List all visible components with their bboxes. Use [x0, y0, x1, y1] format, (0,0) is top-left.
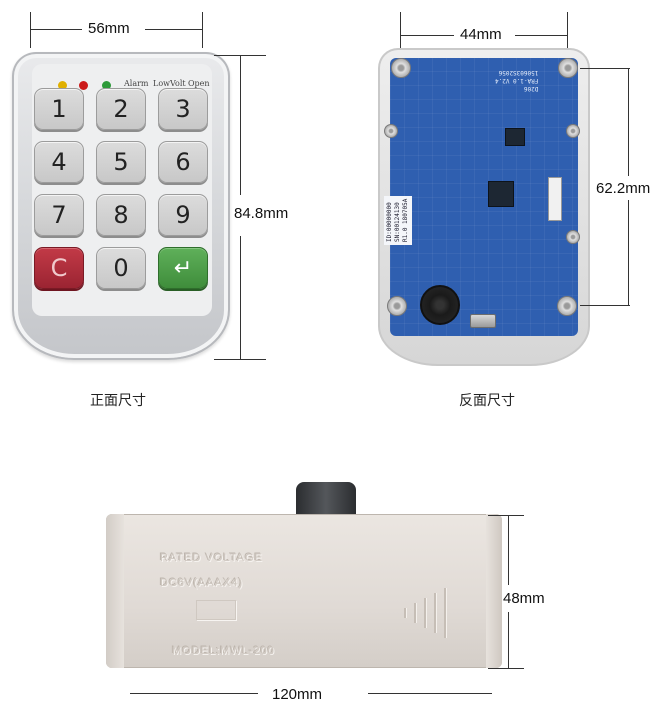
back-height-line-top	[628, 68, 629, 176]
lock-body	[106, 514, 502, 668]
lock-height-line-top	[508, 515, 509, 585]
lock-body-left-cap	[106, 514, 124, 668]
back-caption: 反面尺寸	[459, 393, 515, 409]
pcb-id-sticker: ID:00000000 SN:00124130 R1.0 180705A	[384, 195, 412, 245]
screw-bottom-left	[387, 296, 407, 316]
open-led	[102, 81, 111, 90]
screw-mid-right	[566, 124, 580, 138]
key-9[interactable]: 9	[158, 194, 208, 236]
back-height-label: 62.2mm	[596, 180, 651, 197]
lock-length-line-left	[130, 693, 258, 694]
front-height-label: 84.8mm	[234, 205, 289, 222]
vent-line-3	[424, 598, 426, 628]
lock-height-label: 48mm	[503, 590, 545, 607]
front-width-tick-left	[30, 12, 31, 48]
back-height-line-bottom	[628, 200, 629, 305]
emboss-rated-voltage: RATED VOLTAGE	[160, 552, 263, 564]
front-height-line-bottom	[240, 236, 241, 359]
pcb-chip-small	[505, 128, 525, 146]
lowvolt-led	[79, 81, 88, 90]
alarm-label: Alarm	[124, 79, 149, 88]
key-5[interactable]: 5	[96, 141, 146, 183]
pcb-chip-main	[488, 181, 514, 207]
back-width-tick-right	[567, 12, 568, 58]
vent-line-5	[444, 588, 446, 638]
pcb-connector	[548, 177, 562, 221]
vent-line-4	[434, 593, 436, 633]
emboss-battery-rect	[196, 600, 236, 620]
lock-body-right-cap	[486, 514, 502, 668]
key-1[interactable]: 1	[34, 88, 84, 130]
buzzer-icon	[420, 285, 460, 325]
pcb-model-label: D206 FRA-1.0 V2.4 150603S2056	[495, 69, 539, 92]
alarm-led	[58, 81, 67, 90]
back-height-tick-top	[580, 68, 630, 69]
screw-mid-left	[384, 124, 398, 138]
key-6[interactable]: 6	[158, 141, 208, 183]
screw-bottom-right	[557, 296, 577, 316]
screw-top-left	[391, 58, 411, 78]
back-width-line-right	[515, 35, 567, 36]
screw-top-right	[558, 58, 578, 78]
enter-arrow-icon: ↵	[173, 255, 193, 281]
key-3[interactable]: 3	[158, 88, 208, 130]
key-0[interactable]: 0	[96, 247, 146, 289]
open-label: Open	[188, 79, 210, 88]
key-enter[interactable]: ↵	[158, 247, 208, 289]
front-height-tick-bottom	[214, 359, 266, 360]
key-2[interactable]: 2	[96, 88, 146, 130]
circuit-board	[390, 58, 578, 336]
lock-height-tick-bottom	[488, 668, 524, 669]
screw-low-right	[566, 230, 580, 244]
keypad-panel: Alarm LowVolt Open 1 2 3 4 5 6 7 8 9 C 0…	[12, 52, 230, 360]
lock-length-label: 120mm	[272, 686, 323, 703]
front-height-line-top	[240, 55, 241, 195]
emboss-spec: DC6V(AAAX4)	[160, 577, 244, 589]
vent-line-1	[404, 608, 406, 618]
lowvolt-label: LowVolt	[153, 79, 186, 88]
front-width-line-left	[30, 29, 82, 30]
emboss-model: MODEL:MWL-200	[172, 645, 275, 657]
usb-port-icon	[470, 314, 496, 328]
vent-line-2	[414, 603, 416, 623]
lock-length-line-right	[368, 693, 492, 694]
lock-height-line-bottom	[508, 612, 509, 668]
key-8[interactable]: 8	[96, 194, 146, 236]
key-clear[interactable]: C	[34, 247, 84, 289]
key-7[interactable]: 7	[34, 194, 84, 236]
back-width-label: 44mm	[460, 26, 502, 43]
front-caption: 正面尺寸	[90, 393, 146, 409]
lock-height-tick-top	[488, 515, 524, 516]
front-width-line-right	[145, 29, 202, 30]
back-height-tick-bottom	[580, 305, 630, 306]
back-width-line-left	[400, 35, 454, 36]
key-4[interactable]: 4	[34, 141, 84, 183]
front-width-label: 56mm	[88, 20, 130, 37]
front-width-tick-right	[202, 12, 203, 48]
